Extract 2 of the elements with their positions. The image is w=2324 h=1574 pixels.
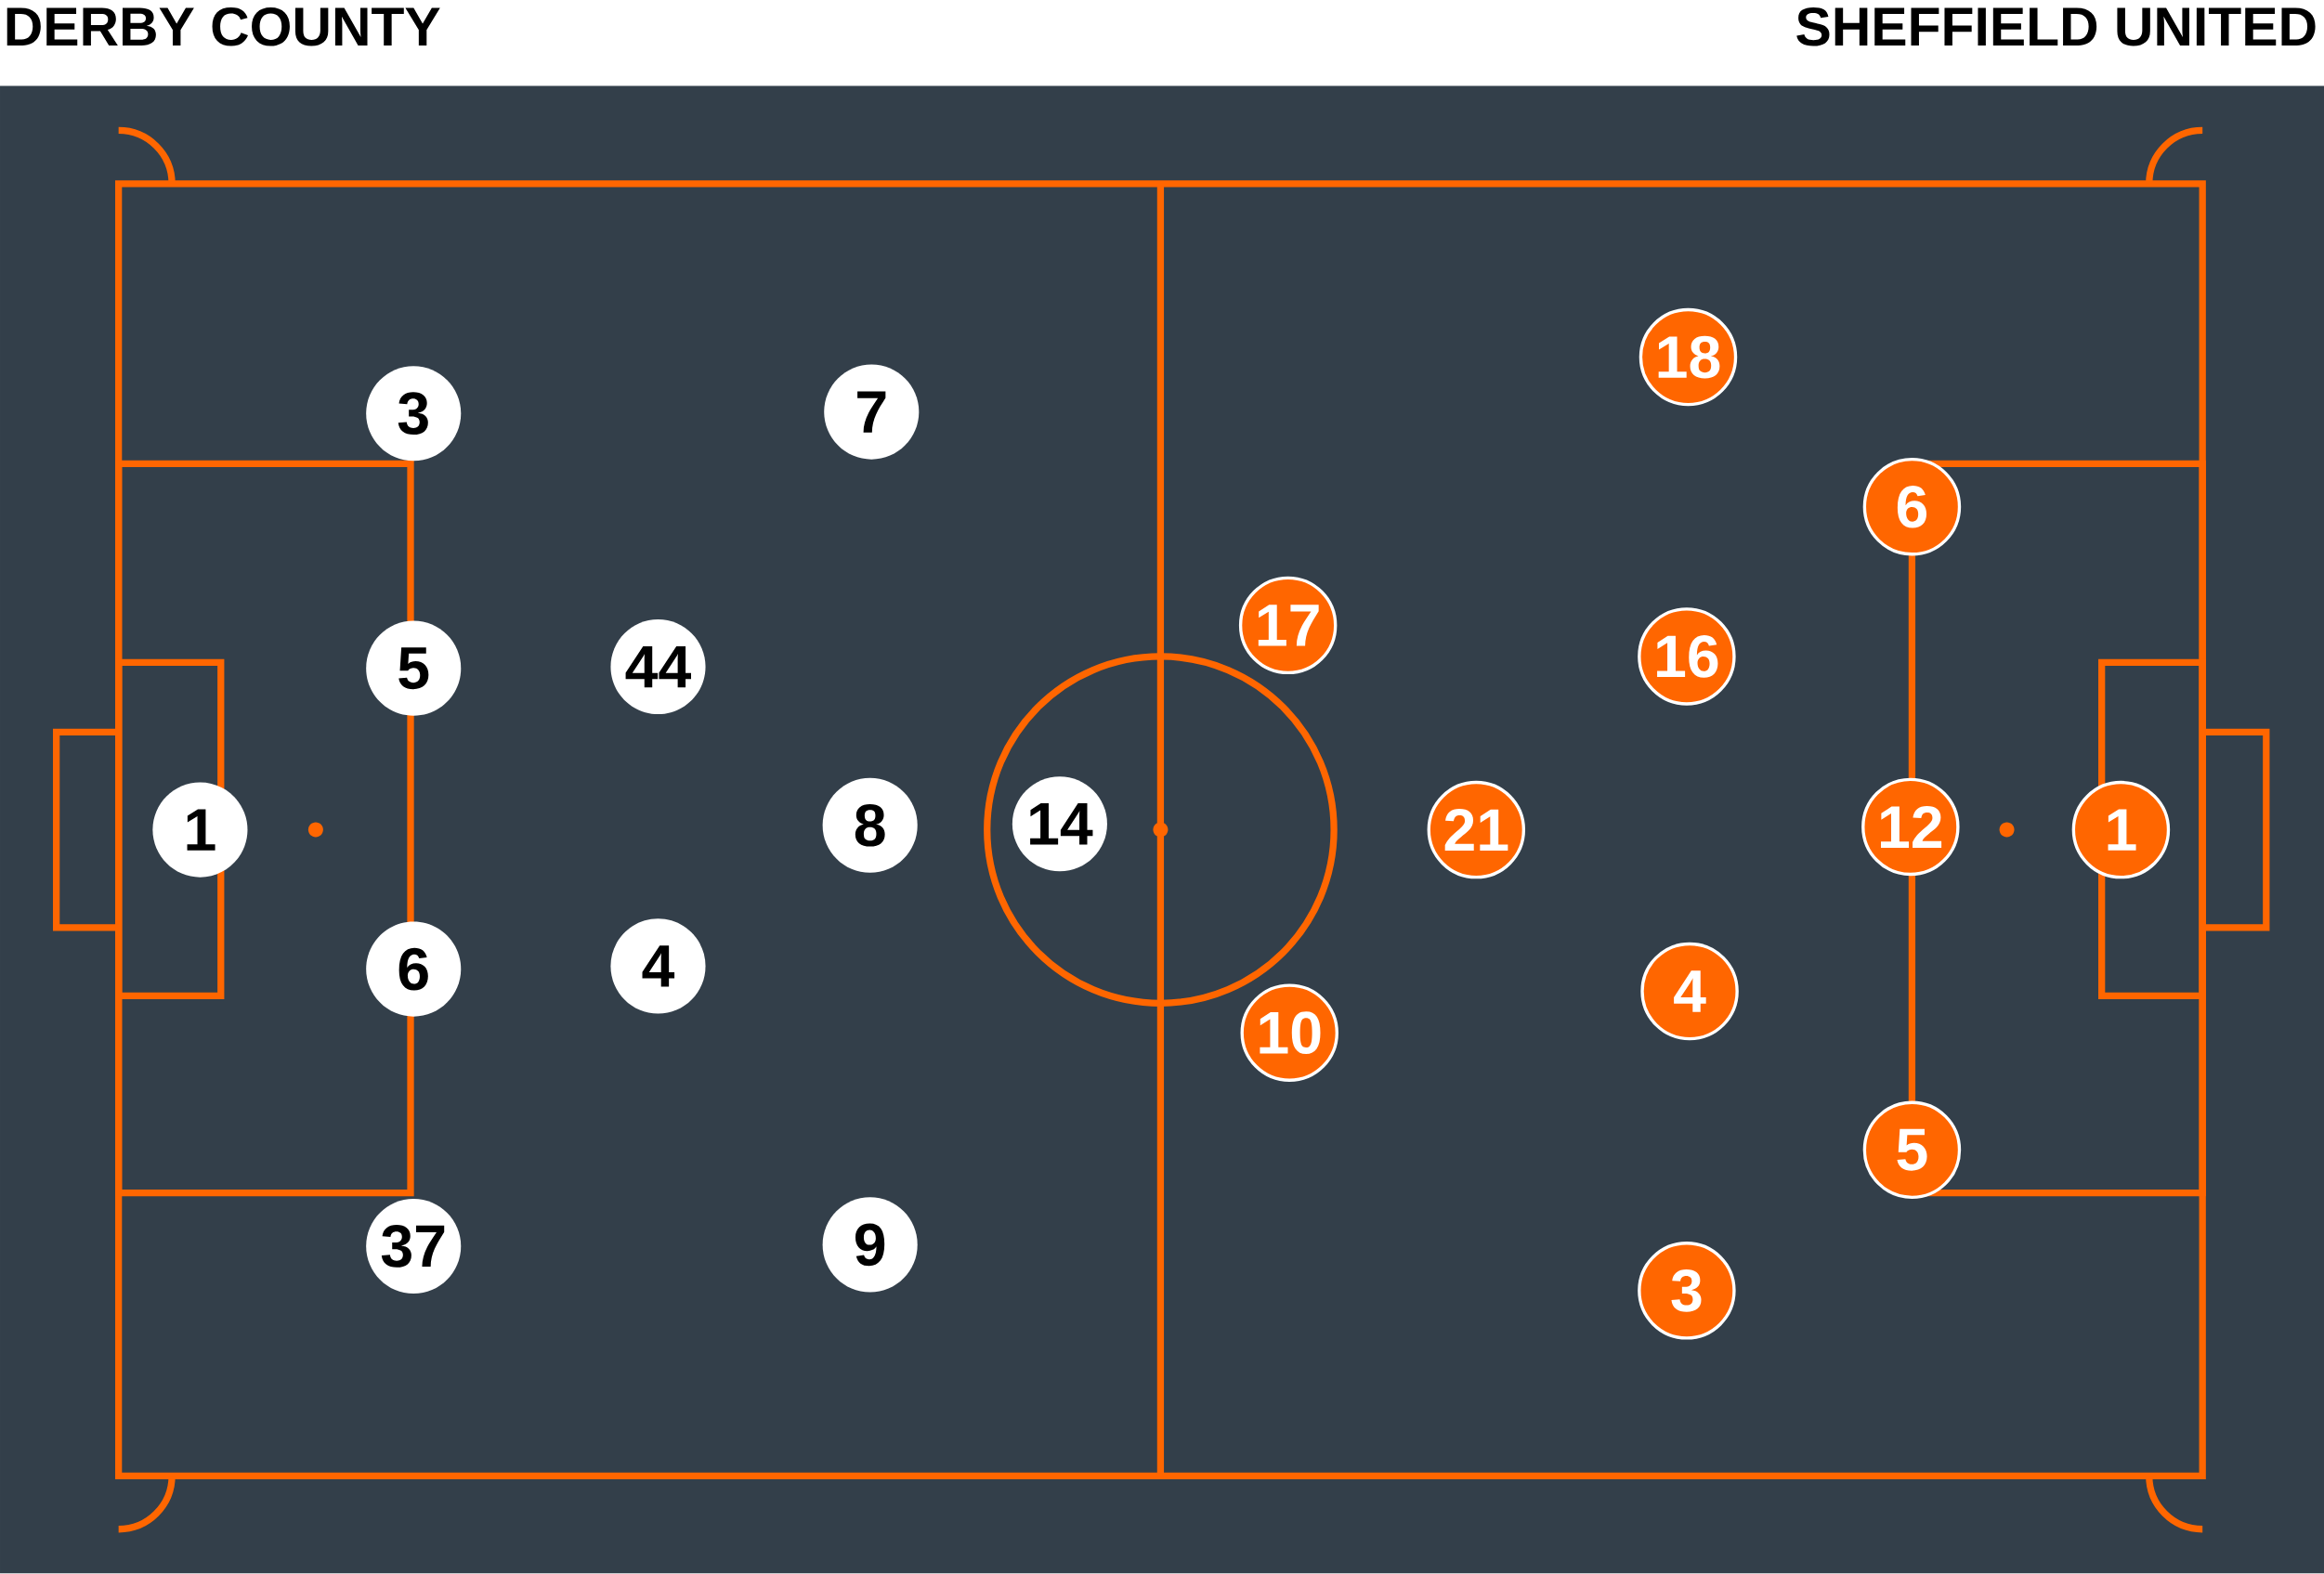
team-name: DERBY COUNTY (7, 7, 440, 46)
team-name: SHEFFIELD UNITED (1796, 7, 2316, 46)
